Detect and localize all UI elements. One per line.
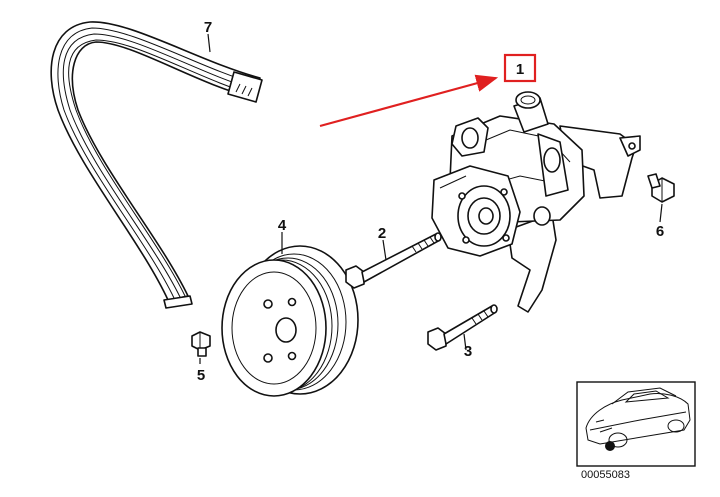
power-steering-pump	[431, 91, 641, 313]
pulley-bolt	[191, 331, 211, 357]
location-marker	[605, 441, 615, 451]
car-outline	[585, 387, 691, 448]
leader-lines	[199, 33, 663, 364]
callout-mount-bolt: 6	[656, 223, 664, 240]
drive-belt	[50, 21, 263, 309]
highlight-annotation: 1	[319, 53, 537, 128]
callout-belt: 7	[204, 19, 212, 36]
mount-bolt	[647, 173, 675, 203]
callout-pump: 1	[516, 61, 524, 78]
callout-pulley-bolt: 5	[197, 367, 205, 384]
highlight-box	[503, 53, 537, 83]
callout-long-bolt: 2	[378, 225, 386, 242]
pulley	[221, 245, 359, 397]
short-bolt	[427, 304, 498, 351]
highlight-arrow	[319, 74, 499, 128]
inset-reference-code: 00055083	[581, 469, 630, 481]
callout-short-bolt: 3	[464, 343, 472, 360]
vehicle-locator-inset: 00055083	[576, 381, 696, 481]
long-bolt	[345, 232, 442, 289]
callout-pulley: 4	[278, 217, 287, 234]
